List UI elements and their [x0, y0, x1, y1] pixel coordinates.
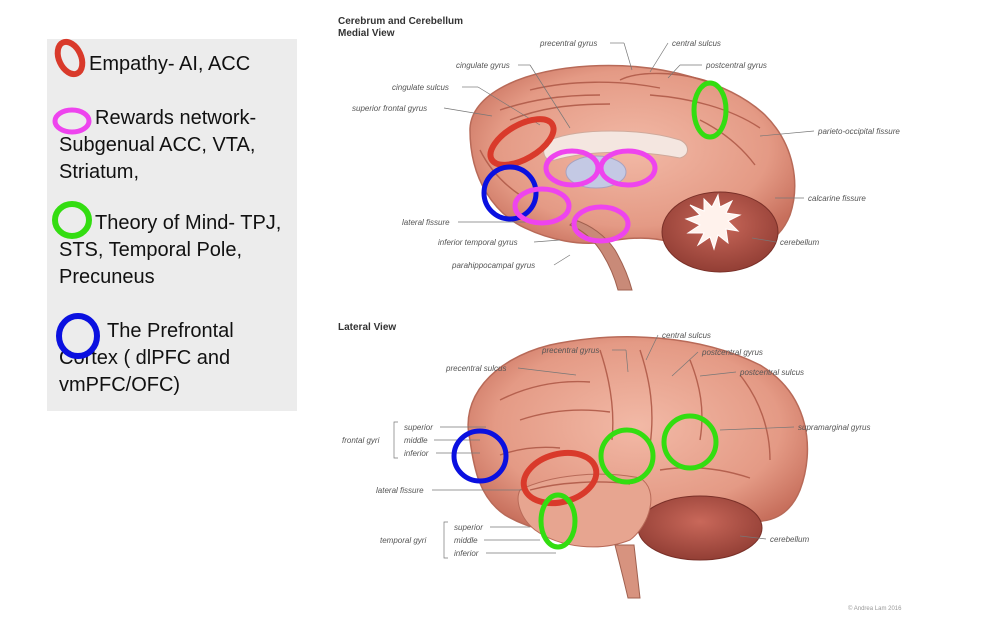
- lateral-label-postcentral-sulcus: postcentral sulcus: [739, 368, 804, 377]
- medial-reward-subgenual-acc-marker: [512, 186, 572, 226]
- medial-label-cingulate-sulcus: cingulate sulcus: [392, 83, 449, 92]
- lateral-label-postcentral-gyrus: postcentral gyrus: [701, 348, 763, 357]
- green-circle-icon: [52, 201, 92, 239]
- copyright-text: © Andrea Lam 2016: [848, 605, 902, 612]
- medial-label-cingulate-gyrus: cingulate gyrus: [456, 61, 510, 70]
- legend-item-rewards: Rewards network- Subgenual ACC, VTA, Str…: [59, 105, 287, 186]
- medial-label-calcarine-fissure: calcarine fissure: [808, 194, 866, 203]
- red-ellipse-icon: [54, 38, 86, 78]
- legend-text-rewards: Rewards network- Subgenual ACC, VTA, Str…: [59, 107, 257, 183]
- legend-text-prefrontal: The Prefrontal Cortex ( dlPFC and vmPFC/…: [59, 320, 234, 396]
- lateral-label-inferior: inferior: [404, 449, 429, 458]
- lateral-heading: Lateral View: [338, 322, 396, 333]
- lateral-label-precentral-sulcus: precentral sulcus: [445, 364, 506, 373]
- lateral-label-temporal-gyri: temporal gyri: [380, 536, 426, 545]
- legend-item-theory-of-mind: Theory of Mind- TPJ, STS, Temporal Pole,…: [59, 210, 287, 291]
- medial-vmpfc-marker: [481, 164, 539, 222]
- lateral-dlpfc-marker: [451, 428, 509, 484]
- medial-reward-striatum-marker-2: [598, 148, 658, 188]
- legend-text-theory-of-mind: Theory of Mind- TPJ, STS, Temporal Pole,…: [59, 212, 282, 288]
- medial-heading-2: Medial View: [338, 28, 395, 39]
- lateral-label-central-sulcus: central sulcus: [662, 331, 711, 340]
- medial-label-superior-frontal-gyrus: superior frontal gyrus: [352, 104, 427, 113]
- medial-reward-vta-marker: [571, 204, 631, 244]
- medial-label-precentral-gyrus: precentral gyrus: [539, 39, 597, 48]
- lateral-label-cerebellum: cerebellum: [770, 535, 809, 544]
- medial-label-central-sulcus: central sulcus: [672, 39, 721, 48]
- legend-item-prefrontal: The Prefrontal Cortex ( dlPFC and vmPFC/…: [59, 318, 287, 399]
- medial-label-lateral-fissure: lateral fissure: [402, 218, 450, 227]
- lateral-label-precentral-gyrus: precentral gyrus: [541, 346, 599, 355]
- lateral-brain-illustration: [467, 336, 809, 599]
- medial-heading-1: Cerebrum and Cerebellum: [338, 16, 463, 27]
- blue-circle-icon: [56, 313, 100, 359]
- lateral-label-supramarginal-gyrus: supramarginal gyrus: [798, 423, 870, 432]
- lateral-label-superior-temporal: superior: [454, 523, 483, 532]
- legend-item-empathy: Empathy- AI, ACC: [59, 51, 287, 78]
- lateral-tom-tpj-marker: [661, 413, 719, 471]
- lateral-label-superior: superior: [404, 423, 433, 432]
- lateral-label-frontal-gyri: frontal gyri: [342, 436, 380, 445]
- medial-reward-striatum-marker-1: [543, 148, 601, 188]
- medial-empathy-acc-marker: [487, 116, 557, 168]
- lateral-label-middle-temporal: middle: [454, 536, 478, 545]
- medial-label-parieto-occipital-fissure: parieto-occipital fissure: [817, 127, 900, 136]
- medial-tom-precuneus-marker: [691, 80, 729, 140]
- lateral-label-middle: middle: [404, 436, 428, 445]
- medial-label-postcentral-gyrus: postcentral gyrus: [705, 61, 767, 70]
- lateral-label-inferior-temporal: inferior: [454, 549, 479, 558]
- legend-text-empathy: Empathy- AI, ACC: [89, 53, 251, 75]
- medial-label-inferior-temporal-gyrus: inferior temporal gyrus: [438, 238, 518, 247]
- lateral-tom-temporal-pole-marker: [538, 492, 578, 550]
- medial-brain-illustration: [469, 64, 796, 291]
- lateral-label-lateral-fissure: lateral fissure: [376, 486, 424, 495]
- lateral-tom-sts-marker: [598, 427, 656, 485]
- magenta-ellipse-icon: [52, 107, 92, 135]
- medial-label-cerebellum: cerebellum: [780, 238, 819, 247]
- medial-label-parahippocampal-gyrus: parahippocampal gyrus: [451, 261, 535, 270]
